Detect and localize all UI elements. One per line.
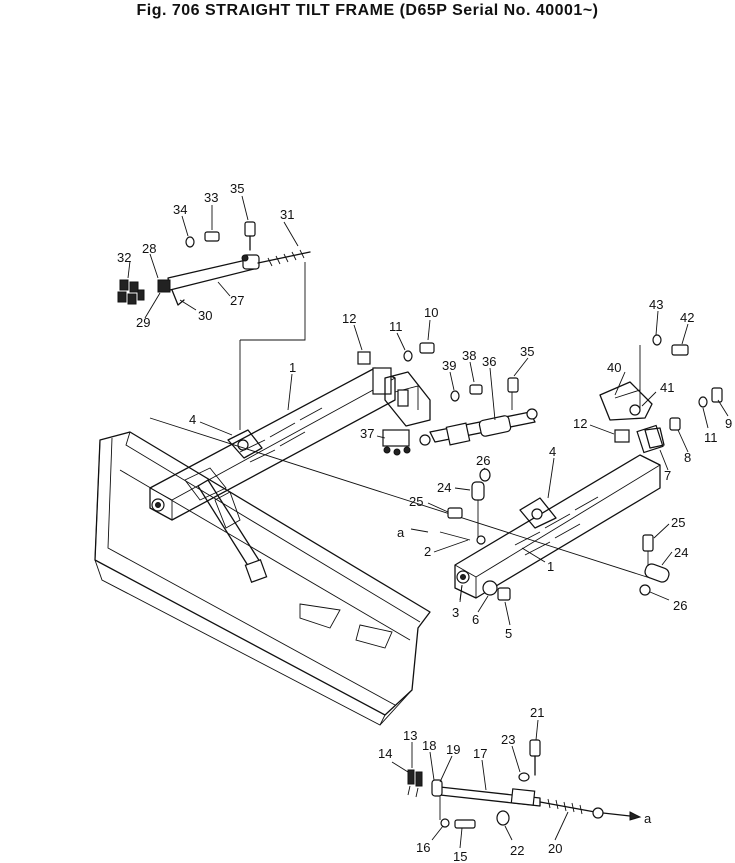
left-tilt-frame (149, 367, 396, 521)
callout-25: 25 (409, 494, 423, 509)
parts-7-8 (644, 427, 665, 449)
callout-28: 28 (142, 241, 156, 256)
callouts: 35 33 34 31 28 32 29 30 27 12 11 10 1 4 … (117, 181, 732, 863)
callout-13: 13 (403, 728, 417, 743)
callout-33: 33 (204, 190, 218, 205)
callout-43: 43 (649, 297, 663, 312)
callout-21: 21 (530, 705, 544, 720)
callout-a: a (397, 525, 405, 540)
left-strut (184, 467, 268, 583)
parts-3-5-6 (459, 580, 511, 601)
callout-3: 3 (452, 605, 459, 620)
callout-26: 26 (673, 598, 687, 613)
callout-11: 11 (389, 319, 403, 334)
callout-31: 31 (280, 207, 294, 222)
callout-9: 9 (725, 416, 732, 431)
callout-1: 1 (289, 360, 296, 375)
callout-42: 42 (680, 310, 694, 325)
lower-brace-assembly (431, 779, 642, 821)
callout-36: 36 (482, 354, 496, 369)
part-37-bracket (382, 429, 411, 456)
frame-mount-bracket (384, 371, 431, 427)
callout-12: 12 (573, 416, 587, 431)
callout-7: 7 (664, 468, 671, 483)
callout-20: 20 (548, 841, 562, 856)
callout-4: 4 (549, 444, 556, 459)
callout-a: a (644, 811, 652, 826)
callout-4: 4 (189, 412, 196, 427)
tilt-rod-upper (157, 249, 311, 306)
callout-35: 35 (230, 181, 244, 196)
callout-15: 15 (453, 849, 467, 863)
callout-16: 16 (416, 840, 430, 855)
figure-title: Fig. 706 STRAIGHT TILT FRAME (D65P Seria… (136, 2, 599, 19)
tilt-cylinder (419, 408, 538, 446)
callout-10: 10 (424, 305, 438, 320)
callout-6: 6 (472, 612, 479, 627)
callout-25: 25 (671, 515, 685, 530)
callout-5: 5 (505, 626, 512, 641)
callout-35: 35 (520, 344, 534, 359)
callout-1: 1 (547, 559, 554, 574)
upper-rod-leader-right (240, 262, 306, 341)
cylinder-fasteners (450, 377, 519, 410)
pin-assembly-right (639, 534, 670, 596)
right-fasteners (357, 334, 723, 443)
callout-11: 11 (704, 430, 718, 445)
callout-8: 8 (684, 450, 691, 465)
callout-34: 34 (173, 202, 187, 217)
callout-30: 30 (198, 308, 212, 323)
callout-12: 12 (342, 311, 356, 326)
callout-39: 39 (442, 358, 456, 373)
callout-23: 23 (501, 732, 515, 747)
callout-22: 22 (510, 843, 524, 858)
callout-24: 24 (674, 545, 688, 560)
callout-37: 37 (360, 426, 374, 441)
part-40-bracket (599, 381, 653, 421)
callout-2: 2 (424, 544, 431, 559)
callout-27: 27 (230, 293, 244, 308)
callout-14: 14 (378, 746, 392, 761)
pin-assembly-center (439, 468, 491, 545)
callout-18: 18 (422, 738, 436, 753)
callout-40: 40 (607, 360, 621, 375)
callout-29: 29 (136, 315, 150, 330)
callout-26: 26 (476, 453, 490, 468)
callout-17: 17 (473, 746, 487, 761)
dozer-blade (94, 431, 431, 726)
callout-41: 41 (660, 380, 674, 395)
callout-19: 19 (446, 742, 460, 757)
callout-38: 38 (462, 348, 476, 363)
lower-fasteners (407, 739, 541, 829)
callout-24: 24 (437, 480, 451, 495)
upper-fasteners (185, 221, 256, 251)
part-32-cluster (117, 279, 145, 305)
right-tilt-frame (454, 424, 664, 599)
center-brace-line (149, 417, 651, 579)
callout-32: 32 (117, 250, 131, 265)
